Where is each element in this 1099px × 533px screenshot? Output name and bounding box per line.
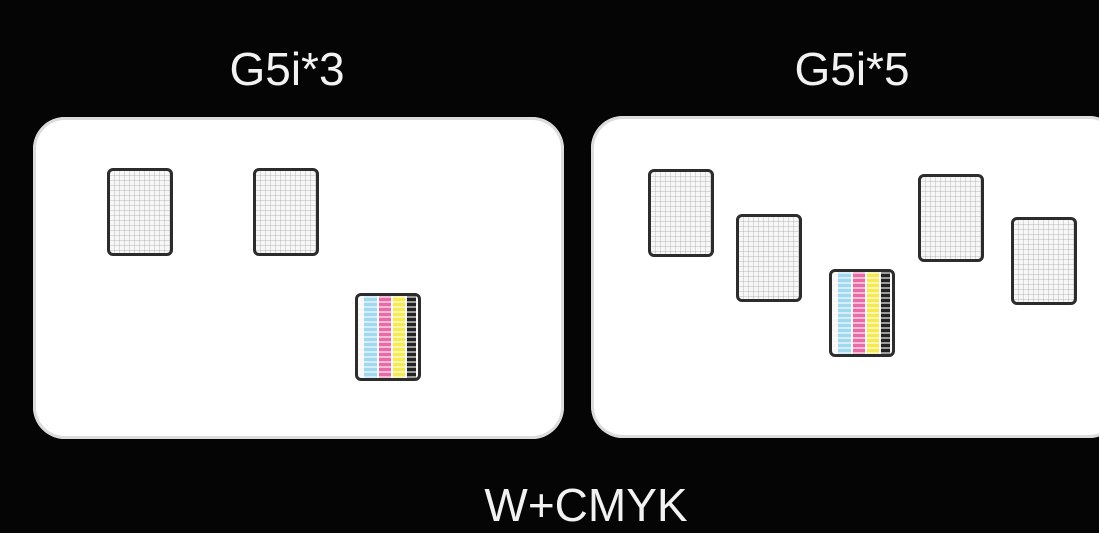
white-printhead-icon — [918, 174, 984, 262]
white-printhead-icon — [107, 168, 173, 256]
right-config-label: G5i*5 — [794, 43, 910, 95]
ink-config-label: W+CMYK — [484, 479, 688, 531]
cmyk-printhead-icon — [829, 269, 895, 357]
cmyk-printhead-icon — [355, 293, 421, 381]
white-printhead-icon — [736, 214, 802, 302]
left-carriage-panel — [33, 117, 564, 439]
white-printhead-icon — [253, 168, 319, 256]
white-printhead-icon — [648, 169, 714, 257]
white-printhead-icon — [1011, 217, 1077, 305]
left-config-label: G5i*3 — [229, 43, 345, 95]
right-carriage-panel — [591, 116, 1099, 438]
